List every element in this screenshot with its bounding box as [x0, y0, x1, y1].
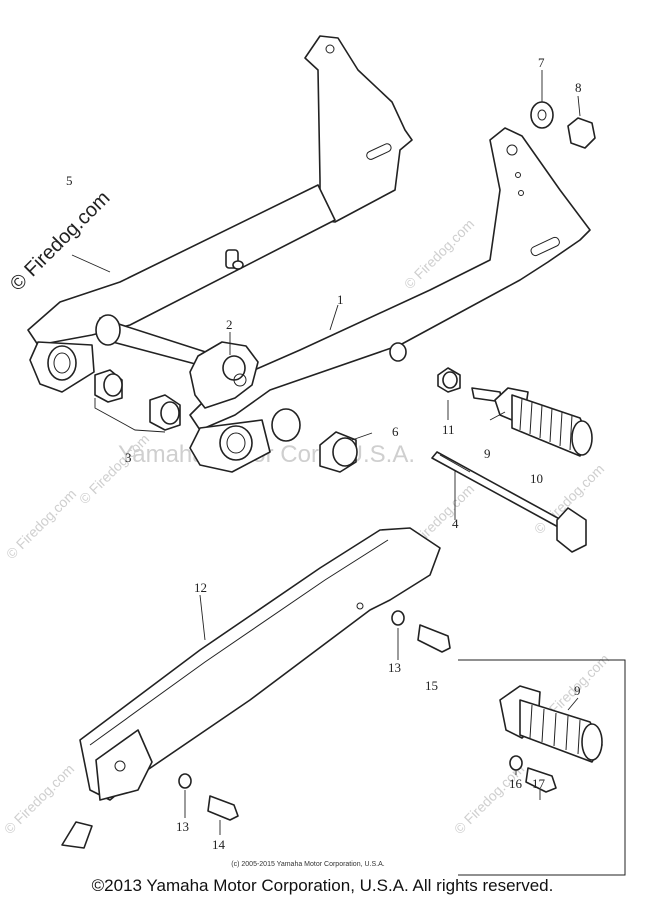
callout-15: 15 [425, 678, 438, 693]
watermark-faint: © Firedog.com [3, 486, 79, 562]
chain-guard [79, 527, 441, 801]
callout-13-upper: 13 [388, 660, 401, 675]
collars [271, 367, 461, 473]
rear-frame-assembly [27, 35, 591, 473]
callout-11: 11 [442, 422, 455, 437]
watermark-main: © Firedog.com [6, 187, 115, 296]
footpeg-upper [471, 387, 593, 457]
callout-12: 12 [194, 580, 207, 595]
bushing-set [94, 369, 181, 431]
washer-and-nut [530, 101, 596, 149]
callout-9-upper: 9 [484, 446, 491, 461]
callout-6: 6 [392, 424, 399, 439]
callout-7: 7 [538, 55, 545, 70]
footer-copyright: ©2013 Yamaha Motor Corporation, U.S.A. A… [91, 876, 554, 895]
callout-1: 1 [337, 292, 344, 307]
callout-10: 10 [530, 471, 543, 486]
callout-9-lower: 9 [574, 683, 581, 698]
callout-2: 2 [226, 317, 233, 332]
leader-lines [71, 70, 581, 835]
front-direction-icon [61, 821, 93, 849]
watermark-faint: © Firedog.com [1, 761, 77, 837]
footpeg-lower-inset [458, 659, 626, 876]
callout-5: 5 [66, 173, 73, 188]
callout-13-lower: 13 [176, 819, 189, 834]
callout-17: 17 [532, 776, 546, 791]
callout-14: 14 [212, 837, 226, 852]
callout-labels: 1 2 3 4 5 6 7 8 9 10 11 12 13 13 14 15 9… [66, 55, 582, 852]
long-bolt [431, 451, 587, 553]
guard-fasteners [178, 610, 451, 821]
callout-16: 16 [509, 776, 523, 791]
callout-8: 8 [575, 80, 582, 95]
small-copyright: (c) 2005-2015 Yamaha Motor Corporation, … [231, 861, 384, 868]
callout-4: 4 [452, 516, 459, 531]
callout-3: 3 [125, 450, 132, 465]
